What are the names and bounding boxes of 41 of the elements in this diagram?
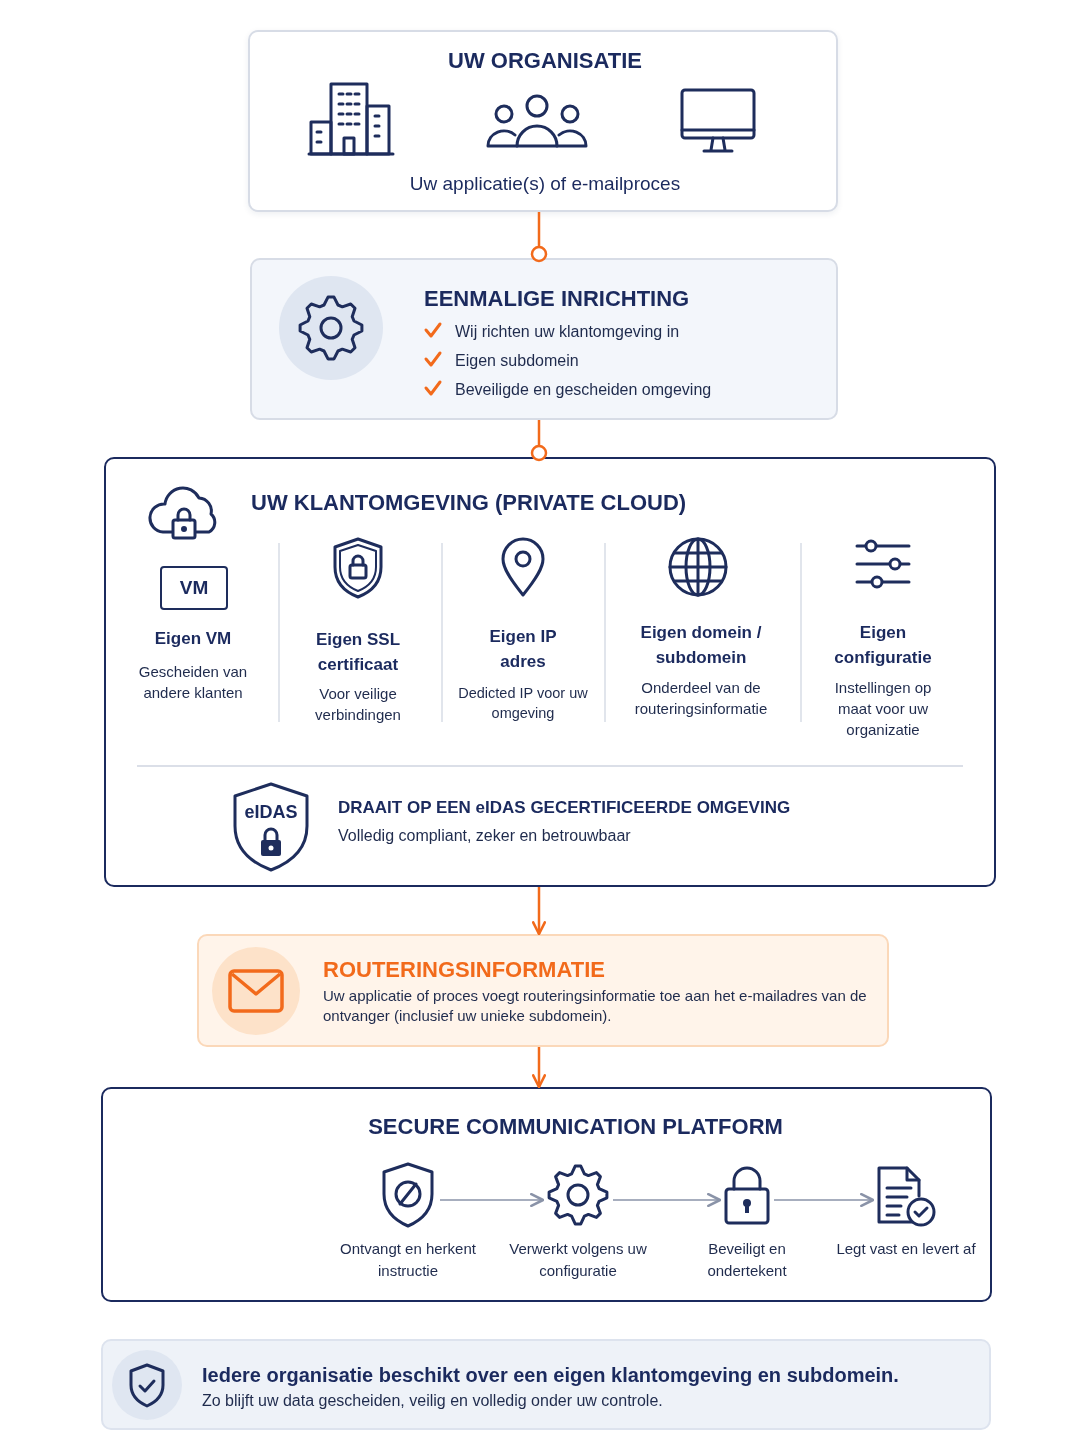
feature-description: Gescheiden van andere klanten <box>138 662 248 703</box>
step-arrow <box>439 1192 545 1208</box>
feature-description: Dedicted IP voor uw omgeving <box>457 684 589 724</box>
step-label: Ontvangt en herkent instructie <box>339 1239 477 1281</box>
checklist-item: Beveiligde en gescheiden omgeving <box>455 380 713 400</box>
organization-box <box>248 30 838 212</box>
setup-box <box>250 258 838 420</box>
certification-text: Volledig compliant, zeker en betrouwbaar <box>338 827 632 845</box>
feature-description: Onderdeel van de routeringsinformatie <box>633 678 769 719</box>
note-text: Zo blijft uw data gescheiden, veilig en volledig onder uw controle. <box>202 1391 664 1411</box>
routing-info-box <box>197 934 889 1047</box>
feature-description: Voor veilige verbindingen <box>314 684 402 725</box>
feature-title: Eigen domein / subdomein <box>639 622 763 669</box>
feature-title: Eigen SSL certificaat <box>314 629 402 676</box>
feature-description: Instellingen op maat voor uw organizatie <box>833 678 933 740</box>
feature-title: Eigen VM <box>153 628 233 650</box>
box-description: Uw applicatie of proces voegt routeringsinformatie toe aan het e-mailadres van de ontvanger (inclusief uw unieke subdomein). <box>323 986 868 1025</box>
private-cloud-box <box>104 457 996 887</box>
box-title: ROUTERINGSINFORMATIE <box>323 956 606 984</box>
badge-text: eIDAS <box>243 802 299 823</box>
flow-arrow <box>531 887 547 936</box>
step-label: Beveiligt en ondertekent <box>706 1239 788 1281</box>
box-title: EENMALIGE INRICHTING <box>424 285 691 313</box>
certification-heading: DRAAIT OP EEN eIDAS GECERTIFICEERDE OMGEVING <box>338 798 792 818</box>
note-headline: Iedere organisatie beschikt over een eigen klantomgeving en subdomein. <box>202 1363 900 1388</box>
box-title: UW ORGANISATIE <box>447 47 643 75</box>
note-box <box>101 1339 991 1430</box>
step-arrow <box>612 1192 722 1208</box>
step-label: Legt vast en levert af <box>836 1239 976 1259</box>
box-title: SECURE COMMUNICATION PLATFORM <box>367 1113 784 1141</box>
feature-title: Eigen IP adres <box>488 626 558 673</box>
step-arrow <box>773 1192 875 1208</box>
flow-arrow <box>531 1047 547 1089</box>
box-subtitle: Uw applicatie(s) of e-mailproces <box>408 172 682 196</box>
vm-tag: VM <box>160 566 228 610</box>
step-label: Verwerkt volgens uw configuratie <box>508 1239 648 1281</box>
platform-box <box>101 1087 992 1302</box>
checklist-item: Wij richten uw klantomgeving in <box>455 322 681 342</box>
box-title: UW KLANTOMGEVING (PRIVATE CLOUD) <box>251 489 688 517</box>
feature-title: Eigen configuratie <box>833 622 933 669</box>
checklist-item: Eigen subdomein <box>455 351 580 371</box>
